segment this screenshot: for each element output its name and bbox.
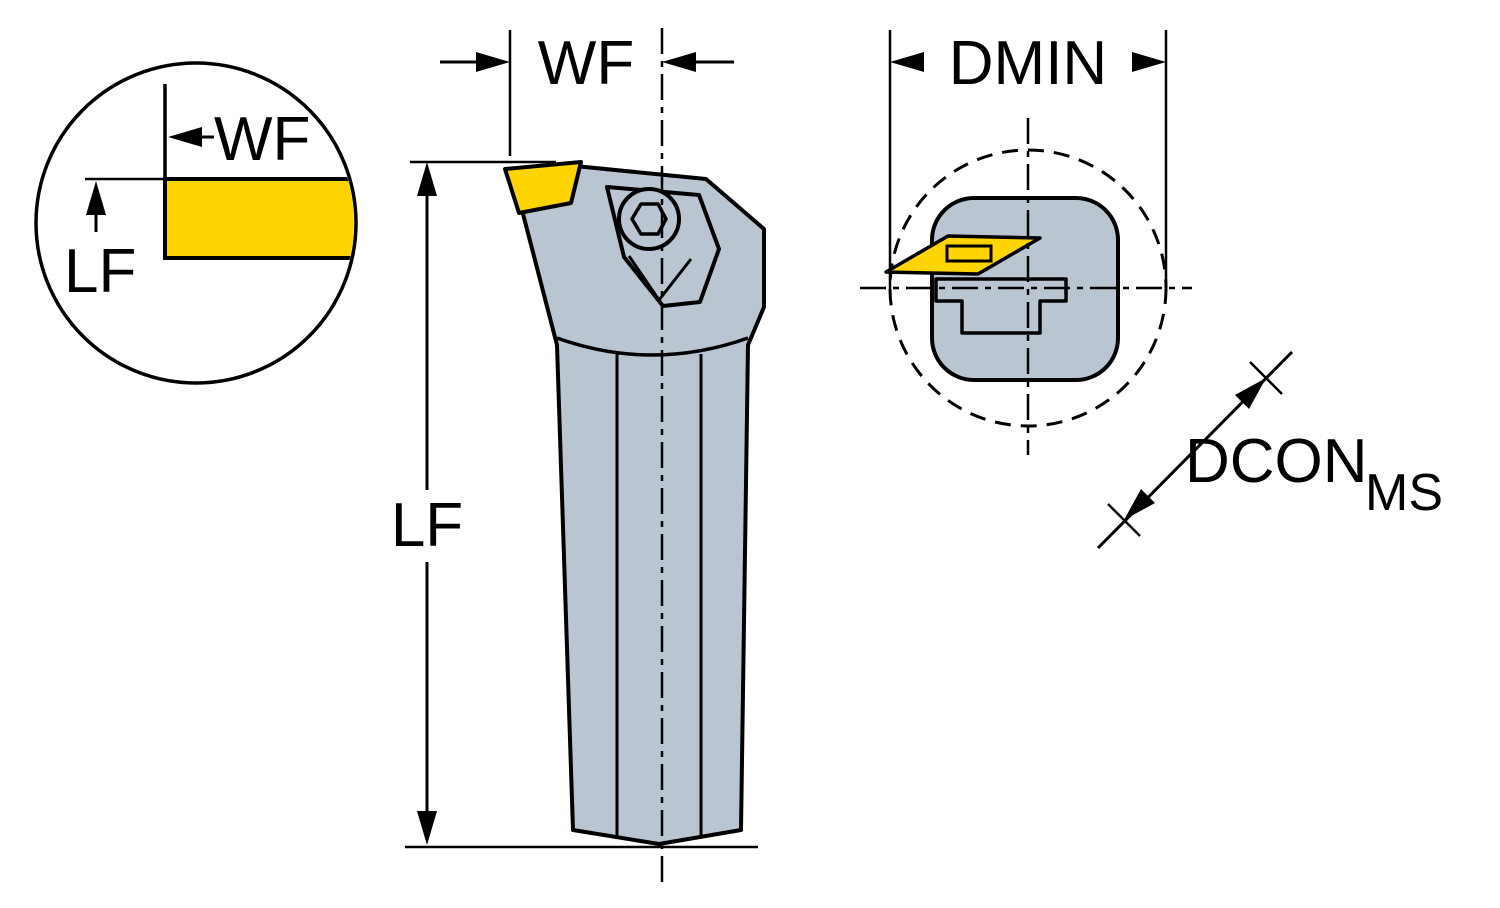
wf-label: WF xyxy=(538,29,634,98)
lf-arrowhead-bottom xyxy=(417,811,437,845)
cutting-insert xyxy=(503,160,583,215)
wf-arrowhead-left xyxy=(476,52,510,72)
detail-insert-rect xyxy=(163,177,354,260)
end-view-insert-notch xyxy=(945,244,993,263)
detail-insert-group xyxy=(163,177,354,260)
dmin-arrowhead-left xyxy=(890,52,924,72)
end-view: DMIN DCON MS xyxy=(860,29,1443,550)
detail-lf-arrowhead xyxy=(86,181,106,215)
dmin-label: DMIN xyxy=(949,29,1107,98)
clamp-notch-line-left xyxy=(627,255,661,301)
lf-arrowhead-top xyxy=(417,162,437,196)
side-view: WF LF xyxy=(378,28,766,886)
insert-seat-detail xyxy=(934,277,1068,335)
detail-lf-label: LF xyxy=(64,237,136,306)
detail-wf-label: WF xyxy=(214,105,310,174)
tool-body xyxy=(520,164,766,846)
dcon-label: DCON xyxy=(1185,427,1368,496)
head-shank-transition-arc xyxy=(556,336,749,357)
detail-view: WF LF xyxy=(34,61,358,385)
end-view-insert xyxy=(884,234,1042,276)
hex-socket-icon xyxy=(630,202,668,236)
dcon-subscript-label: MS xyxy=(1365,464,1443,522)
lf-label: LF xyxy=(391,491,463,560)
detail-circle-outline xyxy=(34,61,358,385)
detail-wf-arrowhead xyxy=(168,127,202,147)
wf-arrowhead-right xyxy=(662,52,696,72)
clamp-screw xyxy=(617,187,681,251)
dcon-arrowhead-lower xyxy=(1124,489,1155,520)
dmin-arrowhead-right xyxy=(1132,52,1166,72)
clamp-notch-line-right xyxy=(657,258,693,301)
dcon-arrowhead-upper xyxy=(1235,378,1266,409)
lf-label-backing xyxy=(378,490,474,562)
